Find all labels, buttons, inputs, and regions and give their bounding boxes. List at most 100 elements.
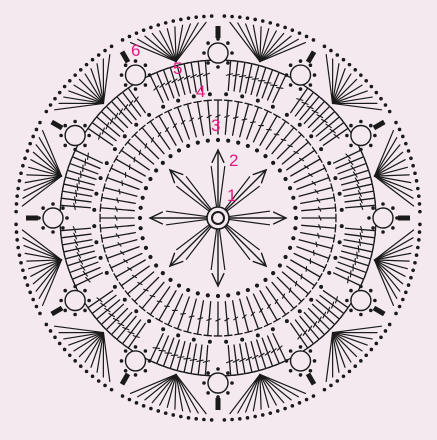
chain-dot [73,148,77,152]
round5-stitch [22,230,61,260]
chain-dot [194,15,198,19]
round4-stitch-bar [348,277,349,283]
round-label-6: 6 [131,41,140,60]
chain-dot [418,230,422,234]
round4-stitch [88,128,113,145]
round4-stitch [273,334,286,361]
chain-dot [333,256,337,260]
chain-dot [216,367,220,371]
round3-stitch [260,291,277,320]
chain-dot [73,120,77,124]
round4-stitch [342,177,371,185]
chain-dot [110,388,114,392]
chain-dot [148,177,152,181]
chain-dot [230,51,234,55]
chain-dot [345,134,349,138]
chain-dot [154,168,158,172]
chain-dot [285,73,289,77]
chain-dot [338,192,342,196]
chain-dot [16,187,20,191]
round3-stitch-top [184,103,191,105]
round3-stitch [240,104,249,137]
chain-dot [45,110,49,114]
chain-dot [391,226,395,230]
chain-dot [63,289,67,293]
round1-stitch [230,211,270,216]
block-stitch [398,216,410,221]
chain-dot [128,398,132,402]
chain-dot [338,240,342,244]
block-stitch [306,50,316,63]
chain-dot [144,349,148,353]
chain-dot [134,345,138,349]
round4-stitch [101,304,123,324]
chain-dot [309,349,313,353]
chain-dot [409,156,413,160]
chain-dot [51,202,55,206]
chain-dot [206,139,210,143]
picot-loop [43,208,63,228]
chain-dot [68,353,72,357]
chain-dot [206,61,210,65]
chain-dot [208,92,212,96]
chain-dot [226,61,230,65]
chain-dot [298,31,302,35]
round4-stitch [150,334,163,361]
round4-stitch-bar [153,348,159,349]
chain-dot [83,124,87,128]
chain-dot [230,15,234,19]
chain-dot [134,309,138,313]
chain-dot [226,139,230,143]
chain-dot [206,391,210,395]
chain-dot [238,15,242,19]
chain-dot [202,51,206,55]
round4-stitch [336,268,364,280]
round4-stitch-bar [190,359,196,360]
round3-stitch-top [147,312,153,316]
chain-dot [359,285,363,289]
chain-dot [417,238,421,242]
chain-dot [381,230,385,234]
round4-stitch [122,320,140,344]
round1-stitch [166,220,206,225]
chain-dot [41,206,45,210]
round4-stitch [97,300,120,319]
chain-dot [164,411,168,415]
chain-dot [299,345,303,349]
chain-dot [120,73,124,77]
chain-dot [323,45,327,49]
round5-stitch [103,333,109,382]
round3-stitch [282,142,308,164]
chain-dot [21,268,25,272]
chain-dot [293,206,297,210]
round3-stitch [272,282,294,308]
round5-stitch [24,246,62,260]
chain-dot [31,135,35,139]
chain-dot [413,261,417,265]
round3-stitch [277,277,301,301]
chain-dot [319,147,323,151]
chain-dot [15,230,19,234]
round4-stitch-top [200,60,210,61]
chain-dot [369,144,373,148]
chain-dot [83,144,87,148]
chain-dot [18,179,22,183]
round5-stitch [326,55,332,104]
round4-stitch [92,122,116,140]
round1-stitch [220,230,225,270]
round3-stitch [187,299,196,332]
round4-stitch [295,92,313,116]
chain-dot [61,226,65,230]
chain-dot [59,134,63,138]
chain-dot [291,404,295,408]
chain-dot [139,206,143,210]
round3-stitch-top [101,194,102,201]
chain-dot [373,134,377,138]
round4-stitch [245,64,251,93]
round5-stitch [333,326,382,332]
chain-dot [105,161,109,165]
chain-dot [285,359,289,363]
chain-dot [371,206,375,210]
chain-dot [261,413,265,417]
chain-dot [398,305,402,309]
